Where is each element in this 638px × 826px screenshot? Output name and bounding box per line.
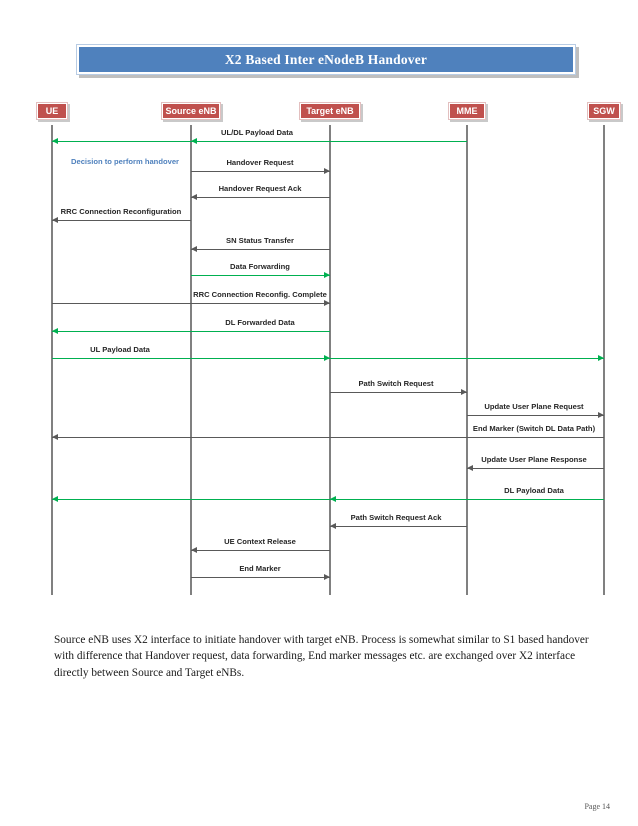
message-label-m12: End Marker (Switch DL Data Path) bbox=[472, 424, 596, 433]
actor-fill: Target eNB bbox=[301, 104, 359, 118]
message-line-m13 bbox=[467, 468, 604, 469]
arrowhead-m9-sgw bbox=[598, 355, 604, 361]
actor-label: SGW bbox=[593, 106, 615, 116]
arrowhead-m8-ue bbox=[52, 328, 58, 334]
actor-label: Target eNB bbox=[306, 106, 354, 116]
arrowhead-m13-mme bbox=[467, 465, 473, 471]
arrowhead-m14-ue bbox=[52, 496, 58, 502]
message-line-m4 bbox=[52, 220, 191, 221]
message-label-m17: End Marker bbox=[239, 564, 281, 573]
actor-label: MME bbox=[456, 106, 478, 116]
page-footer: Page 14 bbox=[584, 802, 610, 811]
lifeline-mme bbox=[466, 125, 468, 595]
figure-caption: Source eNB uses X2 interface to initiate… bbox=[54, 634, 589, 679]
message-line-m1 bbox=[52, 141, 467, 142]
arrowhead-m10-mme bbox=[461, 389, 467, 395]
arrowhead-m6-target_enb bbox=[324, 272, 330, 278]
message-line-m6 bbox=[191, 275, 330, 276]
message-label-m2: Handover Request bbox=[226, 158, 294, 167]
message-line-m2 bbox=[191, 171, 330, 172]
message-line-m8 bbox=[52, 331, 330, 332]
message-line-m15 bbox=[330, 526, 467, 527]
arrowhead-m15-target_enb bbox=[330, 523, 336, 529]
message-label-m16: UE Context Release bbox=[224, 537, 296, 546]
message-line-m5 bbox=[191, 249, 330, 250]
message-line-m12 bbox=[52, 437, 604, 438]
actor-fill: Source eNB bbox=[163, 104, 219, 118]
arrowhead-m1-ue bbox=[52, 138, 58, 144]
lifeline-sgw bbox=[603, 125, 605, 595]
diagram-note-decision: Decision to perform handover bbox=[70, 157, 180, 166]
arrowhead-m7-target_enb bbox=[324, 300, 330, 306]
arrowhead-m12-ue bbox=[52, 434, 58, 440]
actor-sgw[interactable]: SGW bbox=[587, 102, 623, 122]
lifeline-ue bbox=[51, 125, 53, 595]
message-label-m5: SN Status Transfer bbox=[226, 236, 294, 245]
message-line-m17 bbox=[191, 577, 330, 578]
actor-label: UE bbox=[45, 106, 59, 116]
message-label-m3: Handover Request Ack bbox=[218, 184, 302, 193]
arrowhead-m17-target_enb bbox=[324, 574, 330, 580]
message-line-m14 bbox=[52, 499, 604, 500]
arrowhead-m3-source_enb bbox=[191, 194, 197, 200]
actor-source_enb[interactable]: Source eNB bbox=[161, 102, 223, 122]
actor-label: Source eNB bbox=[165, 106, 217, 116]
lifeline-source_enb bbox=[190, 125, 192, 595]
actor-fill: SGW bbox=[589, 104, 619, 118]
message-line-m10 bbox=[330, 392, 467, 393]
actor-ue[interactable]: UE bbox=[36, 102, 70, 122]
title-banner: X2 Based Inter eNodeB Handover bbox=[79, 47, 573, 72]
message-label-m9: UL Payload Data bbox=[90, 345, 150, 354]
message-label-m1: UL/DL Payload Data bbox=[220, 128, 294, 137]
arrowhead-m1-source_enb bbox=[191, 138, 197, 144]
page-title: X2 Based Inter eNodeB Handover bbox=[224, 51, 428, 67]
message-line-m11 bbox=[467, 415, 604, 416]
message-label-m4: RRC Connection Reconfiguration bbox=[60, 207, 182, 216]
arrowhead-m16-source_enb bbox=[191, 547, 197, 553]
message-line-m16 bbox=[191, 550, 330, 551]
message-label-m11: Update User Plane Request bbox=[484, 402, 584, 411]
actor-target_enb[interactable]: Target eNB bbox=[299, 102, 363, 122]
message-line-m7 bbox=[52, 303, 330, 304]
message-line-m3 bbox=[191, 197, 330, 198]
arrowhead-m5-source_enb bbox=[191, 246, 197, 252]
lifeline-target_enb bbox=[329, 125, 331, 595]
actor-fill: UE bbox=[38, 104, 66, 118]
arrowhead-m4-ue bbox=[52, 217, 58, 223]
message-label-m15: Path Switch Request Ack bbox=[350, 513, 442, 522]
message-label-m7: RRC Connection Reconfig. Complete bbox=[193, 290, 327, 299]
arrowhead-m14-target_enb bbox=[330, 496, 336, 502]
arrowhead-m9-target_enb bbox=[324, 355, 330, 361]
message-label-m10: Path Switch Request bbox=[358, 379, 434, 388]
arrowhead-m11-sgw bbox=[598, 412, 604, 418]
arrowhead-m2-target_enb bbox=[324, 168, 330, 174]
message-label-m14: DL Payload Data bbox=[504, 486, 564, 495]
message-label-m13: Update User Plane Response bbox=[481, 455, 587, 464]
message-label-m8: DL Forwarded Data bbox=[225, 318, 295, 327]
actor-mme[interactable]: MME bbox=[448, 102, 488, 122]
actor-fill: MME bbox=[450, 104, 484, 118]
message-label-m6: Data Forwarding bbox=[230, 262, 290, 271]
